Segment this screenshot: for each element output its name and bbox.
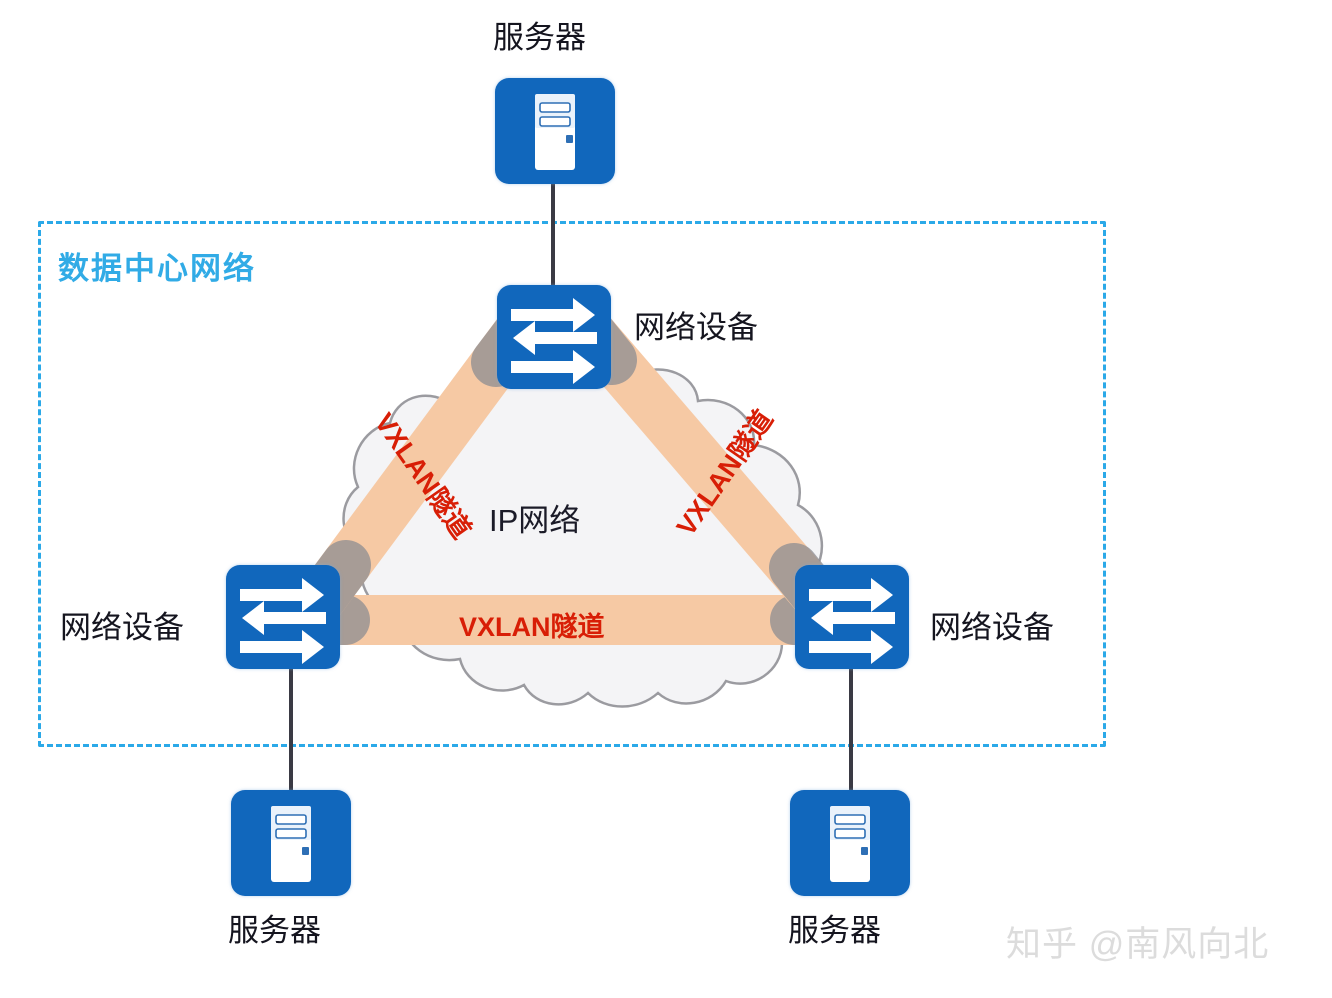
ip-network-label: IP网络 (489, 503, 581, 538)
server-bottom-right-icon[interactable] (790, 790, 910, 896)
switch-right-icon[interactable] (795, 565, 909, 669)
server-top-icon[interactable] (495, 78, 615, 184)
watermark: 知乎 @南风向北 (1006, 925, 1270, 964)
switch-right-label: 网络设备 (930, 610, 1054, 645)
switch-left-label: 网络设备 (60, 610, 184, 645)
switch-top-label: 网络设备 (634, 310, 758, 345)
vxlan-tunnel-bottom-label: VXLAN隧道 (459, 612, 605, 642)
switch-top-icon[interactable] (497, 285, 611, 389)
connector-right-switch-to-server (849, 665, 853, 793)
connector-left-switch-to-server (289, 665, 293, 793)
switch-left-icon[interactable] (226, 565, 340, 669)
data-center-boundary-label: 数据中心网络 (58, 251, 256, 286)
server-bottom-left-icon[interactable] (231, 790, 351, 896)
data-center-boundary (38, 221, 1106, 747)
server-top-label: 服务器 (493, 20, 586, 55)
server-bottom-left-label: 服务器 (228, 913, 321, 948)
connector-top-server-to-switch (551, 184, 555, 288)
server-bottom-right-label: 服务器 (788, 913, 881, 948)
